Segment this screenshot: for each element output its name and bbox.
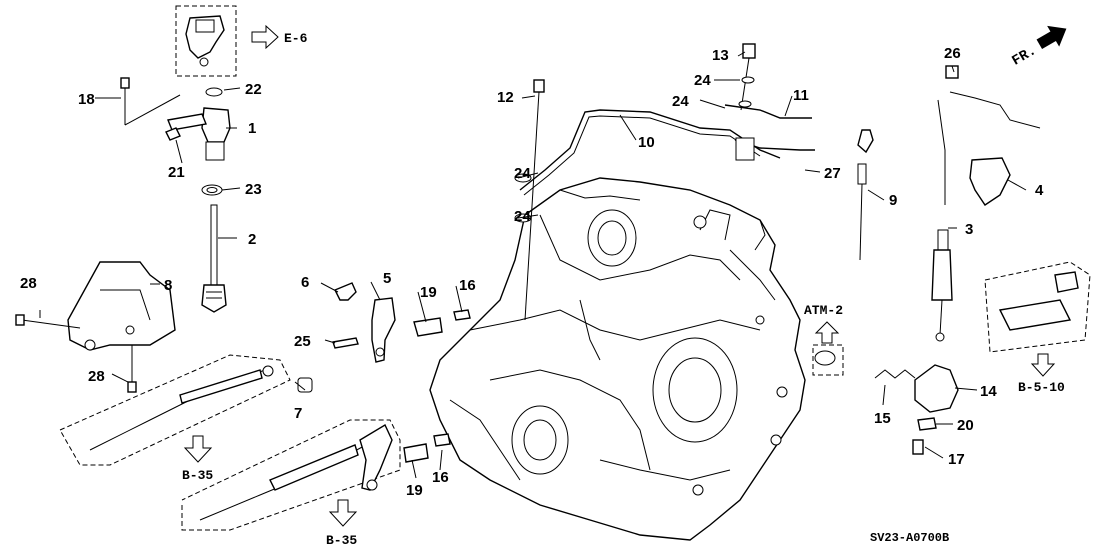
- select-cable-drawing: [931, 65, 1041, 342]
- mount-bracket-drawing: [15, 261, 176, 393]
- callout-16-upper: 16: [459, 277, 476, 294]
- up-arrow-icon: [814, 321, 840, 344]
- reference-atm2[interactable]: ATM-2: [804, 303, 843, 344]
- speedometer-shaft-drawing: [201, 204, 227, 313]
- callout-21: 21: [168, 164, 185, 181]
- callout-18: 18: [78, 91, 95, 108]
- callout-28-upper: 28: [20, 275, 37, 292]
- reference-e6-label: E-6: [284, 31, 308, 46]
- callout-14: 14: [980, 383, 997, 400]
- callout-27: 27: [824, 165, 841, 182]
- speedometer-gear-holder-drawing: [120, 77, 231, 196]
- callout-1: 1: [248, 120, 256, 137]
- leader-lines: [39, 51, 1027, 479]
- callout-8: 8: [164, 277, 172, 294]
- callout-9: 9: [889, 192, 897, 209]
- reference-e6[interactable]: E-6: [251, 24, 308, 50]
- down-arrow-icon: [328, 499, 358, 527]
- callout-24-b: 24: [514, 208, 531, 225]
- callout-16-lower: 16: [432, 469, 449, 486]
- part-number-callouts: 1 2 3 4 5 6 7 8 9 10 11 12 13 14 15 16 1…: [20, 45, 1044, 499]
- callout-22: 22: [245, 81, 262, 98]
- diagram-code: SV23-A0700B: [870, 531, 949, 545]
- callout-4: 4: [1035, 182, 1044, 199]
- right-arrow-icon: [251, 24, 279, 50]
- speed-sensor-drawing: [175, 5, 237, 77]
- front-direction-indicator: FR.: [1010, 25, 1067, 70]
- callout-19-upper: 19: [420, 284, 437, 301]
- callout-11: 11: [793, 87, 809, 104]
- cable-end-parts-drawing: [812, 344, 959, 455]
- shift-lever-parts-drawing: [332, 282, 471, 463]
- callout-24-d: 24: [694, 72, 711, 89]
- reference-b35-right-label: B-35: [326, 533, 357, 548]
- transmission-housing-drawing: [429, 177, 806, 541]
- callout-2: 2: [248, 231, 256, 248]
- reference-b510[interactable]: B-5-10: [1018, 353, 1065, 395]
- callout-24-c: 24: [672, 93, 689, 110]
- callout-17: 17: [948, 451, 965, 468]
- callout-15: 15: [874, 410, 891, 427]
- callout-26: 26: [944, 45, 961, 62]
- reference-b35-right[interactable]: B-35: [326, 499, 358, 548]
- callout-19-lower: 19: [406, 482, 423, 499]
- callout-20: 20: [957, 417, 974, 434]
- front-arrow-icon: [1036, 25, 1067, 50]
- callout-10: 10: [638, 134, 655, 151]
- callout-23: 23: [245, 181, 262, 198]
- callout-12: 12: [497, 89, 514, 106]
- front-direction-label: FR.: [1010, 43, 1040, 69]
- callout-7: 7: [294, 405, 302, 422]
- dipstick-drawing: [857, 129, 874, 261]
- callout-5: 5: [383, 270, 391, 287]
- reference-atm2-label: ATM-2: [804, 303, 843, 318]
- callout-24-a: 24: [514, 165, 531, 182]
- down-arrow-icon: [183, 435, 213, 463]
- callout-25: 25: [294, 333, 311, 350]
- callout-6: 6: [301, 274, 309, 291]
- shift-cable-lower-center-drawing: [181, 419, 401, 531]
- reference-b35-left-label: B-35: [182, 468, 213, 483]
- callout-3: 3: [965, 221, 973, 238]
- reference-b35-left[interactable]: B-35: [182, 435, 213, 483]
- reference-b510-label: B-5-10: [1018, 380, 1065, 395]
- breather-tube-drawing: [514, 43, 815, 321]
- cable-bracket-drawing: [984, 261, 1091, 353]
- down-arrow-icon: [1030, 353, 1056, 377]
- callout-28-lower: 28: [88, 368, 105, 385]
- callout-13: 13: [712, 47, 729, 64]
